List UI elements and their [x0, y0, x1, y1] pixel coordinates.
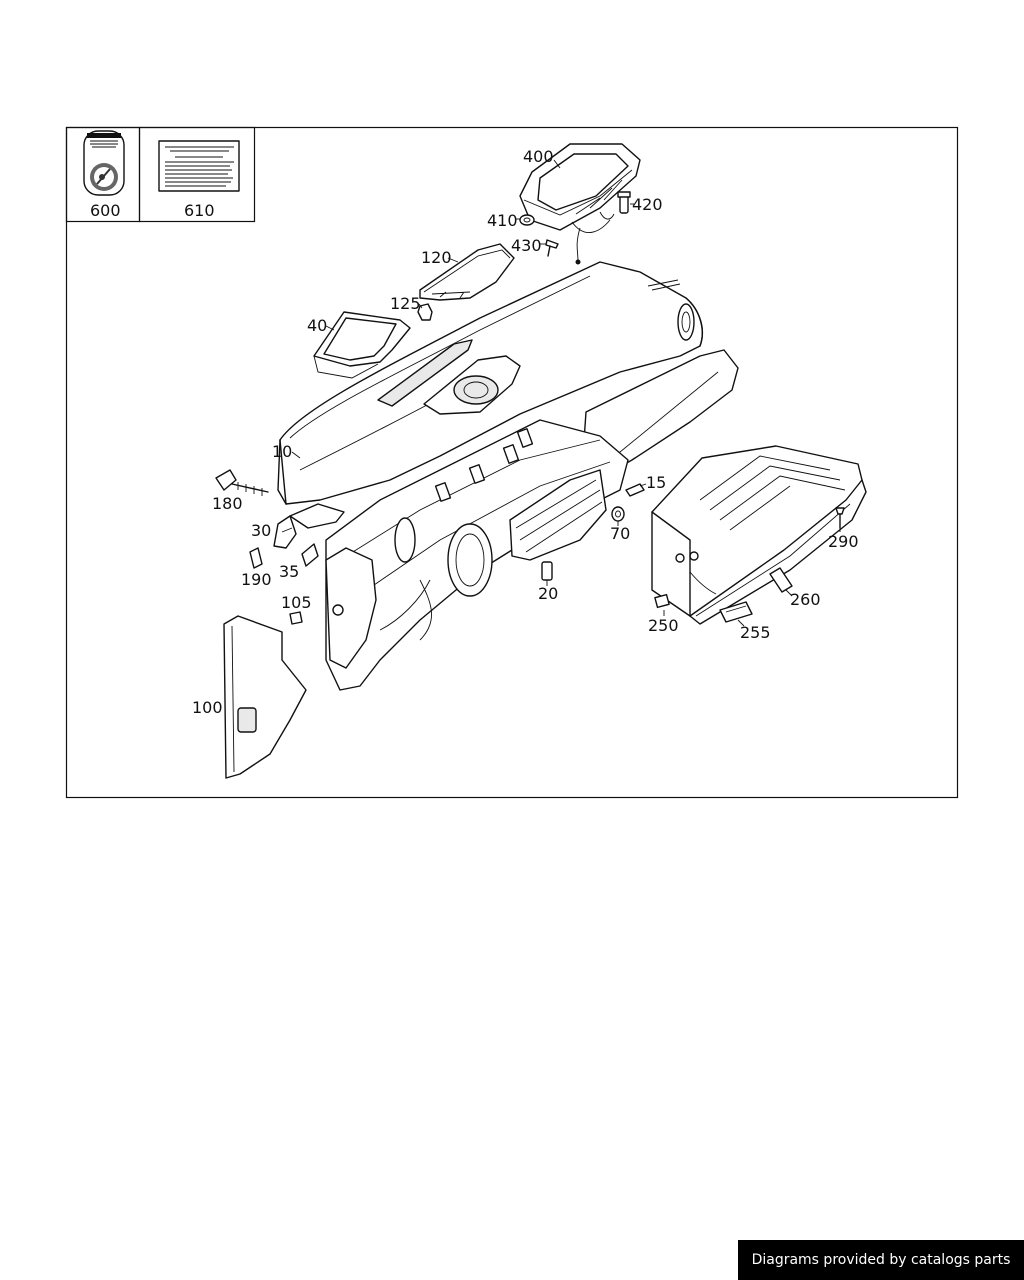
- callout-15: 15: [646, 473, 666, 492]
- dashboard-cover-120-icon[interactable]: [419, 243, 515, 301]
- callout-20: 20: [538, 584, 558, 603]
- clip-20-icon[interactable]: [541, 561, 553, 581]
- grommet-410-icon[interactable]: [519, 214, 535, 226]
- callout-610: 610: [184, 201, 215, 220]
- callout-255: 255: [740, 623, 771, 642]
- screw-290-icon[interactable]: [835, 507, 845, 529]
- leader-lines: [291, 159, 841, 627]
- callout-10: 10: [272, 442, 292, 461]
- callout-290: 290: [828, 532, 859, 551]
- screw-430-icon[interactable]: [545, 239, 559, 257]
- callout-410: 410: [487, 211, 518, 230]
- side-end-cover-100-icon[interactable]: [223, 615, 307, 779]
- clip-105-icon[interactable]: [289, 611, 303, 625]
- glovebox-lamp-255-icon[interactable]: [719, 601, 753, 623]
- switch-260-icon[interactable]: [769, 567, 793, 593]
- label-box-610: [138, 126, 256, 223]
- diagram-frame: [65, 126, 959, 799]
- callout-100: 100: [192, 698, 223, 717]
- callout-120: 120: [421, 248, 452, 267]
- callout-70: 70: [610, 524, 630, 543]
- clip-15-icon[interactable]: [625, 483, 645, 497]
- callout-105: 105: [281, 593, 312, 612]
- callout-430: 430: [511, 236, 542, 255]
- clip-190-icon[interactable]: [249, 547, 263, 569]
- callout-35: 35: [279, 562, 299, 581]
- callout-260: 260: [790, 590, 821, 609]
- callout-30: 30: [251, 521, 271, 540]
- callout-600: 600: [90, 201, 121, 220]
- callout-125: 125: [390, 294, 421, 313]
- airbag-info-label-icon[interactable]: [158, 140, 240, 192]
- grommet-70-icon[interactable]: [611, 506, 625, 522]
- callout-180: 180: [212, 494, 243, 513]
- bolt-420-icon[interactable]: [617, 191, 631, 214]
- glovebox-250-icon[interactable]: [651, 445, 867, 625]
- callout-190: 190: [241, 570, 272, 589]
- airbag-warning-sticker-icon[interactable]: [83, 130, 125, 196]
- footer-credit: Diagrams provided by catalogs parts: [738, 1240, 1024, 1280]
- callout-40: 40: [307, 316, 327, 335]
- dashboard-carrier-10-icon[interactable]: [277, 261, 739, 691]
- bolt-180-icon[interactable]: [215, 469, 269, 496]
- speaker-grille-40-icon[interactable]: [313, 311, 411, 379]
- spring-clip-35-icon[interactable]: [301, 543, 319, 567]
- bracket-30-icon[interactable]: [273, 503, 345, 549]
- callout-250: 250: [648, 616, 679, 635]
- callout-400: 400: [523, 147, 554, 166]
- callout-420: 420: [632, 195, 663, 214]
